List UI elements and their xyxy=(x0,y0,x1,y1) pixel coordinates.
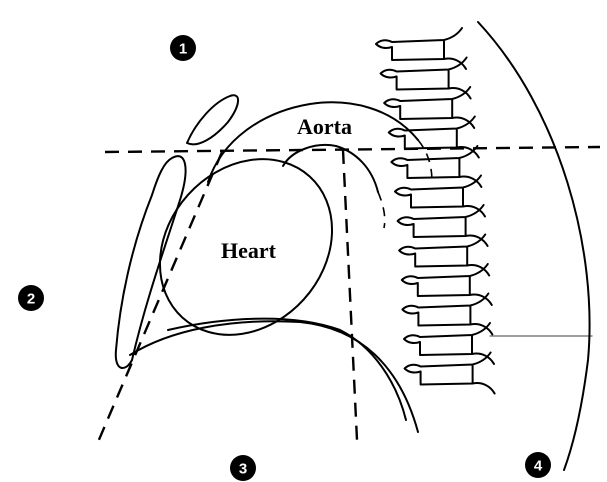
vertebra xyxy=(381,58,471,99)
vertebra xyxy=(391,146,481,187)
aorta-label: Aorta xyxy=(297,114,352,139)
vertebra xyxy=(398,205,488,246)
vertebra xyxy=(404,323,494,364)
manubrium-outline xyxy=(187,95,238,144)
anterior-dashed-line xyxy=(98,152,222,442)
view-marker-1: 1 xyxy=(170,35,196,61)
aortic-arch-outer-dashed xyxy=(418,140,432,182)
horizontal-dashed-line xyxy=(105,147,600,152)
vertebra xyxy=(389,117,479,158)
vertebra xyxy=(376,28,466,69)
vertebra xyxy=(399,235,489,276)
vertical-dashed-line xyxy=(343,150,357,440)
view-marker-4: 4 xyxy=(525,452,551,478)
heart-label: Heart xyxy=(221,238,277,263)
diaphragm-curve xyxy=(130,321,418,432)
thoracic-spine xyxy=(376,28,495,394)
view-marker-3: 3 xyxy=(230,455,256,481)
diaphragm-inner-curve xyxy=(168,319,406,420)
descending-aorta-dashed xyxy=(378,192,385,228)
posterior-chest-wall xyxy=(478,22,590,470)
view-marker-2-number: 2 xyxy=(27,291,35,308)
view-marker-3-number: 3 xyxy=(239,461,247,478)
vertebra xyxy=(405,353,495,394)
vertebra xyxy=(402,294,492,335)
view-marker-4-number: 4 xyxy=(534,458,543,475)
vertebra xyxy=(395,176,485,217)
view-marker-2: 2 xyxy=(18,285,44,311)
vertebra xyxy=(402,264,492,305)
view-marker-1-number: 1 xyxy=(179,41,187,58)
